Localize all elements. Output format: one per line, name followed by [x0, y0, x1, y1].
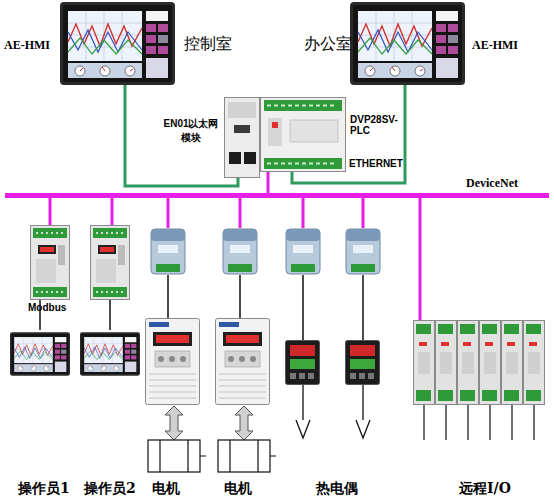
node-text: 远程I/O — [459, 480, 511, 498]
remote-io-node: 远程I/O — [413, 320, 548, 405]
motor-node: 电机 — [218, 440, 270, 472]
devicenet-converter — [223, 229, 257, 274]
network-label: ETHERNET — [349, 158, 403, 169]
modbus-module — [31, 226, 70, 300]
temperature-controller — [346, 341, 380, 385]
motor-node: 电机 — [148, 440, 200, 472]
operator-hmi — [80, 332, 140, 375]
io-wire — [424, 405, 534, 440]
network-link — [49, 198, 52, 225]
node-text: Modbus — [28, 302, 66, 313]
node-text: DeviceNet — [466, 176, 518, 191]
operator-hmi: 操作员1 — [10, 330, 70, 378]
node-text: AE-HMI — [472, 38, 518, 53]
devicenet-drop — [112, 196, 363, 228]
en01-module — [225, 98, 260, 178]
hmi-node: AE-HMI控制室 — [60, 2, 175, 85]
frequency-inverter — [216, 319, 270, 405]
motor-symbol — [148, 440, 276, 472]
modbus-module: Modbus — [30, 225, 70, 300]
node-text: 电机 — [224, 480, 252, 498]
network-link — [292, 85, 405, 183]
hmi-screen — [350, 2, 465, 85]
plc-node: DVP28SV-PLC — [260, 97, 346, 172]
modbus-module — [91, 226, 130, 300]
node-text: 操作员1 — [18, 480, 70, 498]
devicenet-converter — [346, 229, 380, 274]
operator-hmi — [10, 332, 70, 375]
node-text: DVP28SV-PLC — [350, 114, 410, 136]
node-text: 办公室 — [304, 34, 352, 55]
hmi-screen — [60, 2, 175, 85]
node-text: EN01以太网模块 — [162, 117, 220, 145]
device-caption: 热电偶 — [316, 480, 358, 498]
devicenet-converter — [286, 229, 320, 274]
devicenet-bus: DeviceNet — [5, 193, 549, 198]
plc-unit — [261, 98, 346, 172]
network-link — [419, 198, 422, 320]
node-text: 电机 — [152, 480, 180, 498]
double-arrow — [165, 406, 253, 440]
thermocouple-symbol — [296, 385, 370, 438]
operator-hmi: 操作员2 — [80, 330, 140, 378]
node-text: AE-HMI — [4, 38, 50, 53]
devicenet-converter — [151, 229, 185, 274]
network-link — [267, 172, 270, 193]
remote-io-rack — [414, 321, 545, 405]
ethernet-module: EN01以太网模块 — [224, 97, 260, 178]
temperature-controller — [286, 341, 320, 385]
network-link — [125, 85, 238, 186]
node-text: 控制室 — [184, 34, 232, 55]
frequency-inverter — [146, 319, 200, 405]
node-text: 操作员2 — [84, 480, 136, 498]
hmi-node: 办公室AE-HMI — [350, 2, 465, 85]
